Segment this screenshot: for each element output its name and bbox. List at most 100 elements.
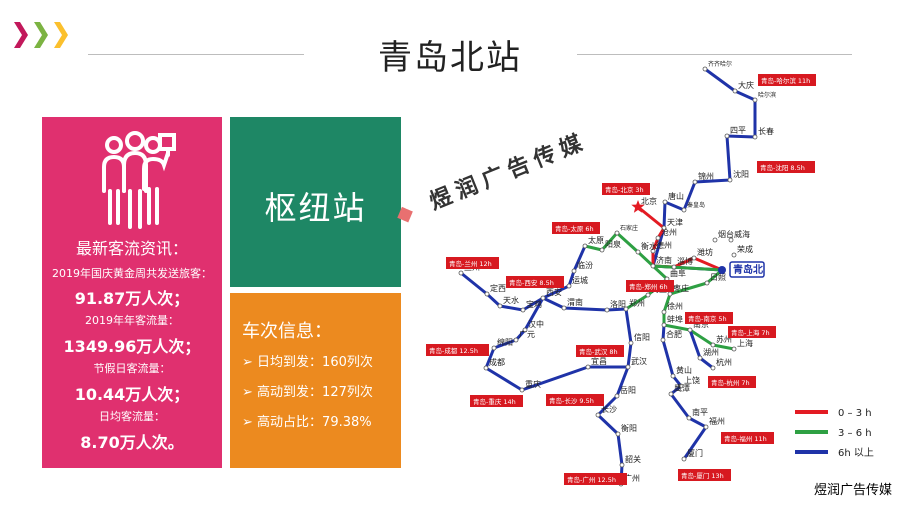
city-label: 重庆 [525,379,541,389]
city-dot [595,412,601,418]
city-label: 天水 [503,295,519,305]
city-dot [681,456,687,462]
city-label: 绵阳 [497,337,513,347]
route-tag [426,344,489,356]
route-tag-label: 青岛-北京 3h [605,185,644,194]
city-label: 岳阳 [620,385,636,395]
city-dot [635,249,641,255]
city-dot [561,305,567,311]
route-tag-label: 青岛-兰州 12h [449,259,492,268]
hub-panel: 枢纽站 [230,117,401,287]
legend-label: 6h 以上 [838,447,874,459]
qingdao-north-marker-icon [718,266,726,274]
brand-text: 煜润广告传媒 [813,483,892,498]
city-dot [566,283,572,289]
route-tag [446,257,499,269]
city-dot [650,248,656,254]
city-label: 鹰潭 [674,383,690,393]
city-label: 石家庄 [620,224,638,232]
city-label: 衡阳 [621,423,637,433]
city-dot [660,337,666,343]
chevron-yellow-icon [54,22,68,48]
city-dot [710,365,716,371]
chevron-pink-icon [14,22,28,48]
hub-label: 枢纽站 [264,189,367,227]
city-label: 曲阜 [670,268,686,278]
city-dot [483,365,489,371]
city-label: 大庆 [738,80,754,90]
route-tag-label: 青岛-哈尔滨 11h [761,76,810,85]
route-tag-label: 青岛-武汉 8h [579,347,618,356]
city-dot [661,322,667,328]
train-item: ➢ 高动到发：127列次 [242,385,373,400]
city-label: 秦皇岛 [687,201,705,209]
city-label: 西安 [546,287,562,297]
route-line [651,67,757,272]
city-dot [681,207,687,213]
city-label: 济南 [656,255,672,265]
route-tag-label: 青岛-沈阳 8.5h [760,163,805,172]
city-label: 运城 [572,276,588,285]
city-label: 长沙 [601,404,617,414]
city-label: 韶关 [625,454,641,464]
city-dot [704,280,710,286]
city-dot [522,327,528,333]
route-tag [757,161,815,173]
city-label: 南平 [692,407,708,417]
city-label: 日照 [710,273,726,282]
city-dot [484,291,490,297]
city-label: 洛阳 [610,299,626,309]
city-dot [614,393,620,399]
city-dot [712,237,718,243]
city-label: 沈阳 [733,169,749,179]
city-dot [678,383,684,389]
city-dot [732,88,738,94]
city-dot [615,431,621,437]
route-line [662,268,724,332]
city-label: 宝鸡 [526,299,542,309]
route-tag [552,222,600,234]
route-tag [546,394,604,406]
city-label: 锦州 [698,171,714,181]
city-label: 临汾 [577,260,593,270]
city-label: 合肥 [666,329,682,339]
city-dot [703,424,709,430]
city-dot [571,268,577,274]
city-label: 福州 [709,417,725,426]
passenger-info-panel: 最新客流资讯： 2019年国庆黄金周共发送旅客： 91.87万人次； 2019年… [42,117,222,468]
city-label: 苏州 [716,334,732,344]
stat-label: 2019年年客流量： [85,314,179,327]
city-dot [520,307,526,313]
city-dot [710,342,716,348]
city-dot [728,237,734,243]
route-tag-label: 青岛-厦门 13h [681,471,724,480]
city-dot [604,307,610,313]
city-label: 厦门 [687,448,703,458]
city-label: 黄山 [676,365,692,375]
chevron-green-icon [34,22,48,48]
route-tag-label: 青岛-上海 7h [731,328,770,337]
title-rule-right [577,54,852,55]
city-dot [491,345,497,351]
city-label: 阳泉 [605,239,621,249]
city-label: 北京 [641,196,657,206]
city-label: 唐山 [668,191,684,201]
legend-label: 3 – 6 h [838,428,872,439]
city-dot [667,291,673,297]
route-tag [470,395,523,407]
highlight-station-box [729,261,765,278]
route-tag [678,469,731,481]
route-tag-label: 青岛-南京 5h [688,314,727,323]
city-dot [668,391,674,397]
city-label: 广州 [624,473,640,483]
route-line [484,244,587,392]
route-tag [721,432,774,444]
stat-value: 1349.96万人次； [63,337,201,356]
route-tag [626,280,674,292]
city-dot [614,230,620,236]
city-dot [661,225,667,231]
city-label: 杭州 [716,357,732,367]
route-tag [602,183,650,195]
route-tag-label: 青岛-广州 12.5h [567,475,616,484]
city-dot [662,199,668,205]
